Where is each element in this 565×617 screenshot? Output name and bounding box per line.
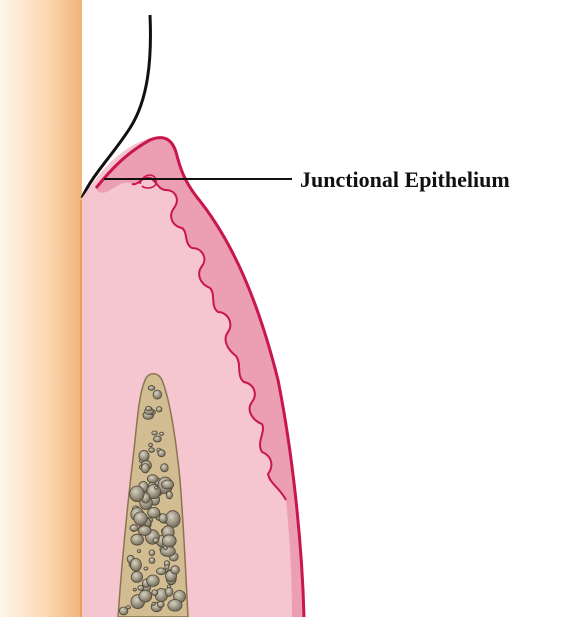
bone-pore <box>141 464 149 473</box>
bone-pore <box>149 558 155 564</box>
bone-pore <box>155 486 158 489</box>
bone-pore <box>152 431 158 435</box>
tooth-root <box>0 0 82 617</box>
bone-pore <box>162 535 176 547</box>
bone-pore <box>165 565 169 569</box>
bone-pore <box>146 406 152 411</box>
bone-pore <box>130 558 141 571</box>
bone-pore <box>160 432 164 435</box>
bone-pore <box>161 464 169 472</box>
bone-pore <box>161 546 176 556</box>
bone-pore <box>130 525 138 532</box>
bone-pore <box>168 600 182 612</box>
bone-pore <box>134 512 147 525</box>
bone-pore <box>153 538 159 543</box>
bone-pore <box>138 526 151 536</box>
bone-pore <box>149 443 153 447</box>
bone-pore <box>144 567 148 570</box>
bone-pore <box>156 407 162 412</box>
junctional-epithelium-label: Junctional Epithelium <box>300 167 510 192</box>
bone-pore <box>139 590 152 602</box>
bone-pore <box>137 550 140 553</box>
bone-pore <box>131 534 144 545</box>
bone-pore <box>149 448 155 452</box>
bone-pore <box>126 606 130 609</box>
bone-pore <box>162 480 174 489</box>
bone-pore <box>148 386 155 391</box>
bone-pore <box>154 436 162 442</box>
bone-pore <box>152 602 155 605</box>
bone-pore <box>159 514 167 523</box>
bone-pore <box>148 507 160 518</box>
bone-pore <box>165 588 173 597</box>
bone-pore <box>139 450 149 461</box>
bone-pore <box>157 601 164 607</box>
bone-pore <box>156 568 165 575</box>
bone-pore <box>166 511 181 528</box>
bone-pore <box>152 590 158 596</box>
bone-pore <box>130 486 144 502</box>
bone-pore <box>171 566 180 574</box>
bone-pore <box>131 571 142 582</box>
bone-pore <box>147 475 158 483</box>
bone-pore <box>158 450 165 457</box>
bone-pore <box>149 550 155 556</box>
bone-pore <box>166 491 172 499</box>
bone-pore <box>147 575 160 586</box>
bone-pore <box>153 390 162 399</box>
bone-pore <box>133 588 136 591</box>
